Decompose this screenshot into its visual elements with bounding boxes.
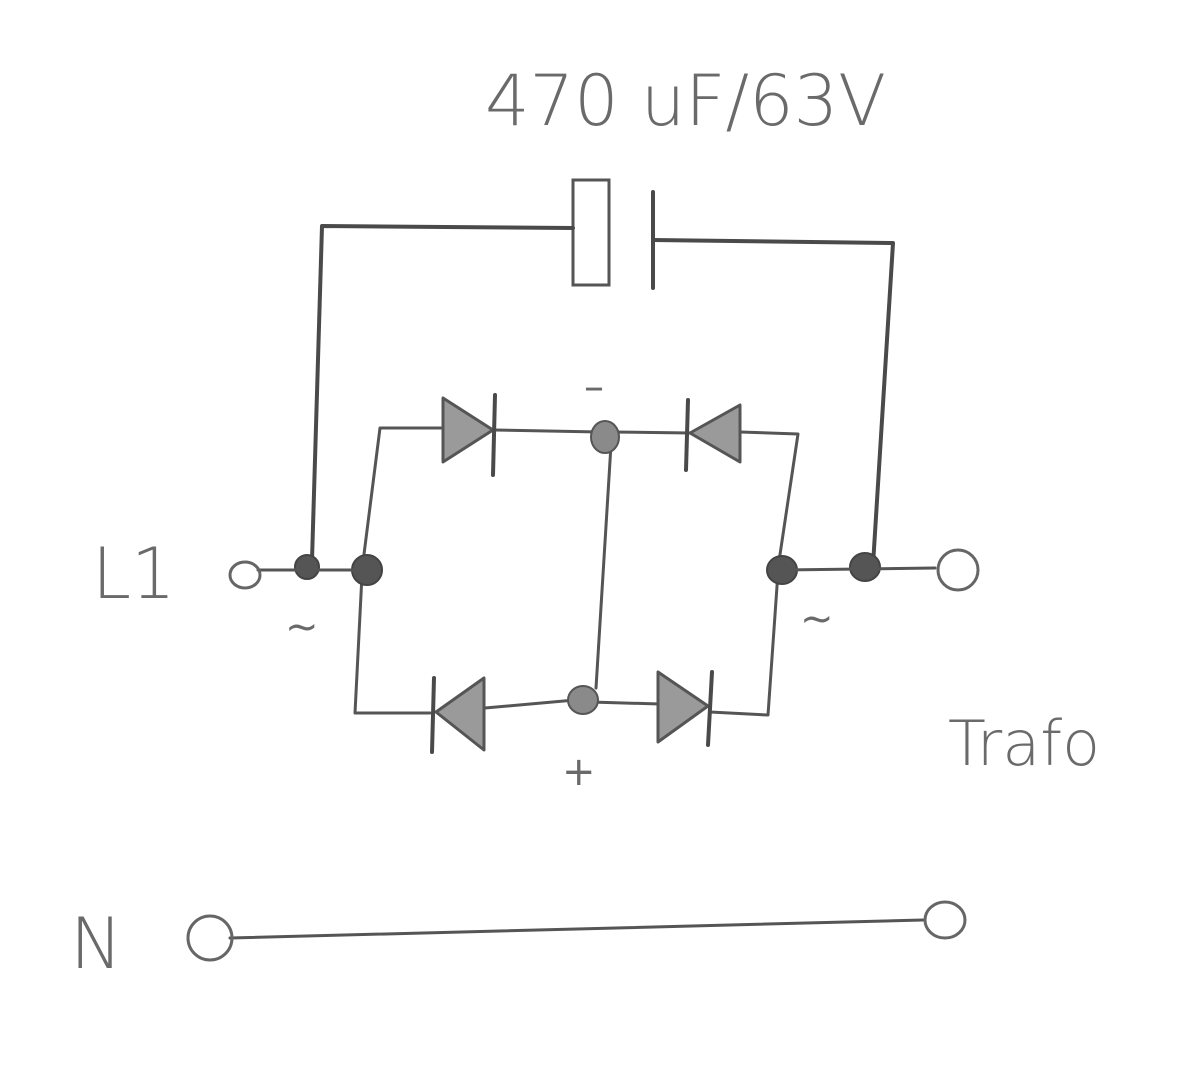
capacitor-symbol	[571, 178, 655, 290]
terminal-l1	[228, 560, 262, 590]
terminal-n	[186, 914, 234, 962]
dc-minus-label: –	[584, 364, 604, 410]
ac-right-label: ~	[800, 596, 834, 642]
bridge-bottom-mid-right-wire	[588, 700, 662, 706]
junction-dc-plus	[567, 685, 599, 715]
bridge-top-mid-left-wire	[493, 428, 602, 434]
capacitor-positive-plate	[571, 178, 611, 287]
n-wire	[228, 918, 925, 940]
ac-left-label: ~	[285, 604, 319, 650]
bridge-center-wire	[594, 443, 613, 690]
capacitor-right-wire	[651, 238, 895, 567]
capacitor-label: 470 uF/63V	[485, 60, 886, 142]
dc-plus-label: +	[562, 749, 596, 795]
diode-bottom-left	[430, 676, 486, 754]
bridge-bottom-right-wire	[708, 570, 780, 717]
trafo-top-wire	[780, 566, 937, 572]
l1-label: L1	[92, 533, 176, 615]
terminal-trafo-bottom	[923, 900, 967, 940]
trafo-label: Trafo	[948, 707, 1100, 780]
junction-l1-capacitor	[294, 554, 320, 580]
diode-bottom-right	[656, 670, 714, 747]
capacitor-left-wire	[310, 224, 575, 562]
bridge-top-right-wire	[738, 430, 800, 570]
bridge-top-left-wire	[360, 426, 447, 572]
bridge-top-mid-right-wire	[610, 430, 692, 435]
terminal-trafo-top	[936, 548, 980, 592]
bridge-bottom-left-wire	[353, 573, 432, 715]
bridge-bottom-mid-left-wire	[483, 698, 577, 710]
junction-dc-minus	[590, 420, 620, 454]
diode-top-right	[684, 398, 742, 472]
n-label: N	[70, 903, 122, 985]
diode-top-left	[441, 393, 497, 477]
junction-trafo-capacitor	[849, 552, 881, 582]
